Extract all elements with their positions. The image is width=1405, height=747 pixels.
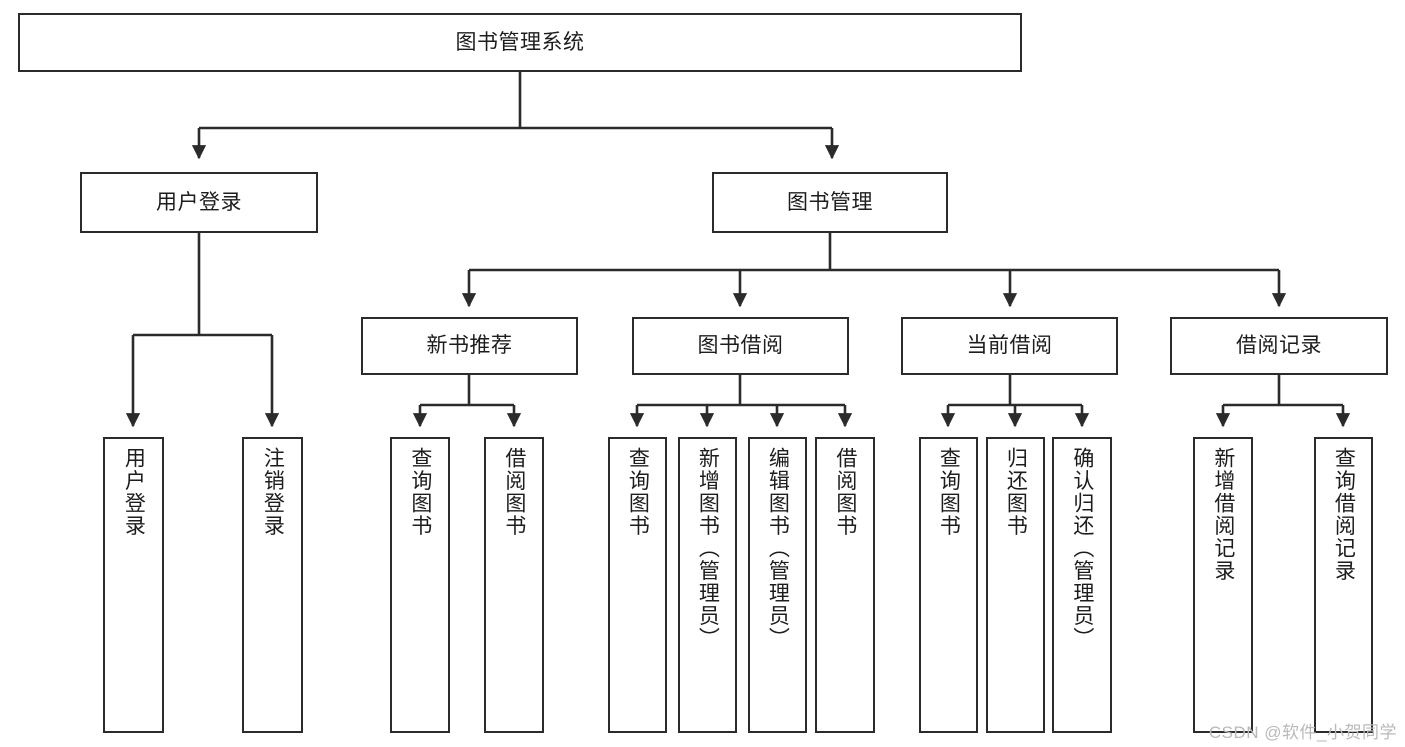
node-label: 新增借阅记录 (1211, 447, 1235, 582)
node-label: 确认归还（管理员） (1070, 447, 1094, 650)
node-label: 用户登录 (122, 447, 146, 537)
leaf-borrow-borrow-books[interactable]: 借阅图书 (815, 437, 875, 733)
leaf-user-login-login[interactable]: 用户登录 (103, 437, 164, 733)
node-book-management[interactable]: 图书管理 (712, 172, 948, 233)
leaf-user-login-logout[interactable]: 注销登录 (242, 437, 303, 733)
node-label: 图书管理系统 (455, 30, 585, 54)
node-label: 查询图书 (626, 447, 650, 537)
node-book-borrowing[interactable]: 图书借阅 (632, 317, 849, 375)
leaf-record-query-borrow-record[interactable]: 查询借阅记录 (1314, 437, 1373, 733)
node-label: 查询图书 (408, 447, 432, 537)
node-label: 查询借阅记录 (1332, 447, 1356, 582)
node-new-book-recommendation[interactable]: 新书推荐 (361, 317, 578, 375)
leaf-current-return-books[interactable]: 归还图书 (986, 437, 1045, 733)
node-label: 归还图书 (1004, 447, 1028, 537)
node-label: 编辑图书（管理员） (766, 447, 790, 650)
csdn-watermark: CSDN @软件_小贺同学 (1208, 723, 1397, 742)
leaf-borrow-edit-book-admin[interactable]: 编辑图书（管理员） (748, 437, 807, 733)
node-root-book-management-system[interactable]: 图书管理系统 (18, 13, 1022, 72)
leaf-current-confirm-return-admin[interactable]: 确认归还（管理员） (1052, 437, 1112, 733)
leaf-current-query-books[interactable]: 查询图书 (919, 437, 978, 733)
node-label: 新增图书（管理员） (696, 447, 720, 650)
leaf-borrow-add-book-admin[interactable]: 新增图书（管理员） (678, 437, 737, 733)
node-label: 用户登录 (156, 190, 242, 214)
node-borrow-records[interactable]: 借阅记录 (1170, 317, 1388, 375)
leaf-record-add-borrow-record[interactable]: 新增借阅记录 (1193, 437, 1253, 733)
node-current-borrowing[interactable]: 当前借阅 (901, 317, 1118, 375)
node-label: 注销登录 (261, 447, 285, 537)
leaf-new-book-query-books[interactable]: 查询图书 (390, 437, 450, 733)
node-label: 借阅图书 (502, 447, 526, 537)
node-label: 图书管理 (787, 190, 873, 214)
node-label: 查询图书 (937, 447, 961, 537)
node-label: 新书推荐 (426, 334, 513, 358)
node-label: 借阅图书 (833, 447, 857, 537)
leaf-borrow-query-books[interactable]: 查询图书 (608, 437, 667, 733)
node-label: 图书借阅 (697, 334, 784, 358)
leaf-new-book-borrow-books[interactable]: 借阅图书 (484, 437, 544, 733)
node-user-login[interactable]: 用户登录 (80, 172, 318, 233)
node-label: 当前借阅 (966, 334, 1053, 358)
node-label: 借阅记录 (1236, 334, 1322, 358)
